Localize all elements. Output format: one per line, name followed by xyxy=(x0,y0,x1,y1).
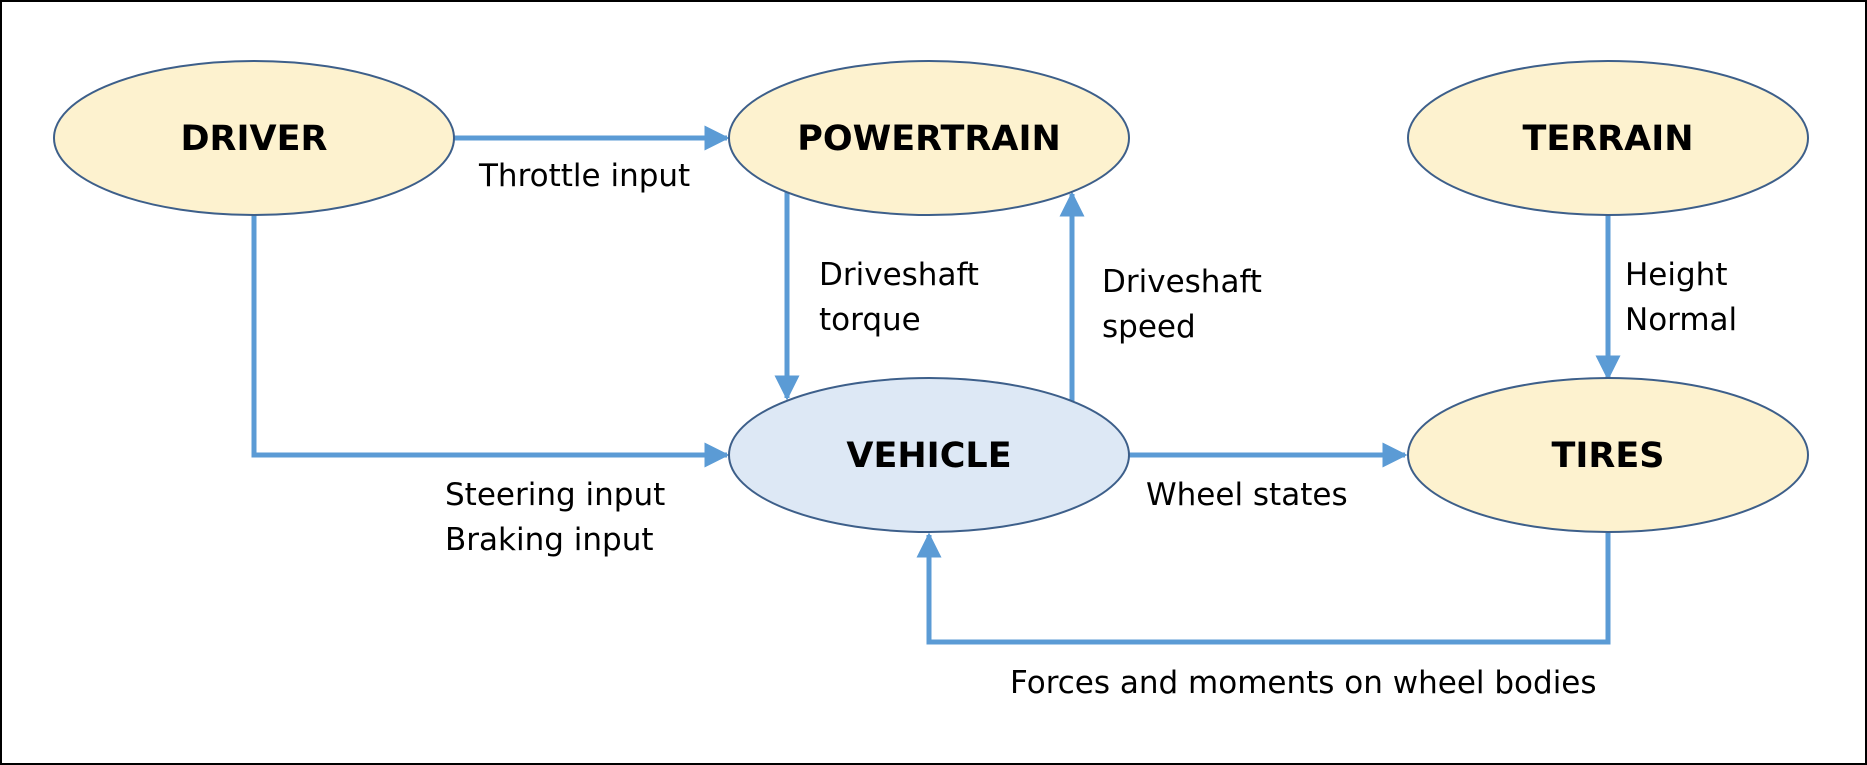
label-steering-braking-line-1: Steering input xyxy=(445,477,665,513)
label-height-normal-line-1: Height xyxy=(1625,257,1727,293)
label-steering-braking-line-2: Braking input xyxy=(445,522,654,558)
label-height-normal: Height Normal xyxy=(1625,257,1737,338)
connectors xyxy=(251,125,1621,645)
node-vehicle-label: VEHICLE xyxy=(846,436,1011,476)
node-terrain-label: TERRAIN xyxy=(1522,119,1693,159)
node-powertrain: POWERTRAIN xyxy=(728,60,1130,216)
label-wheel-states-line-1: Wheel states xyxy=(1146,477,1348,513)
node-powertrain-label: POWERTRAIN xyxy=(797,119,1061,159)
node-tires: TIRES xyxy=(1407,377,1809,533)
label-forces-moments: Forces and moments on wheel bodies xyxy=(1010,665,1597,701)
node-vehicle: VEHICLE xyxy=(728,377,1130,533)
label-throttle-line-1: Throttle input xyxy=(478,158,690,194)
node-driver-label: DRIVER xyxy=(181,119,328,159)
label-driveshaft-torque-line-1: Driveshaft xyxy=(819,257,979,293)
label-driveshaft-speed: Driveshaft speed xyxy=(1102,264,1272,345)
label-throttle: Throttle input xyxy=(478,158,690,194)
label-forces-moments-line-1: Forces and moments on wheel bodies xyxy=(1010,665,1597,701)
arrow-tires-to-vehicle xyxy=(916,532,1611,645)
node-tires-label: TIRES xyxy=(1552,436,1665,476)
label-height-normal-line-2: Normal xyxy=(1625,302,1737,338)
label-driveshaft-torque-line-2: torque xyxy=(819,302,921,338)
node-driver: DRIVER xyxy=(53,60,455,216)
label-driveshaft-speed-line-2: speed xyxy=(1102,309,1196,345)
node-terrain: TERRAIN xyxy=(1407,60,1809,216)
label-steering-braking: Steering input Braking input xyxy=(445,477,675,558)
label-wheel-states: Wheel states xyxy=(1146,477,1348,513)
arrow-driver-to-vehicle xyxy=(251,215,730,468)
label-driveshaft-torque: Driveshaft torque xyxy=(819,257,989,338)
label-driveshaft-speed-line-1: Driveshaft xyxy=(1102,264,1262,300)
